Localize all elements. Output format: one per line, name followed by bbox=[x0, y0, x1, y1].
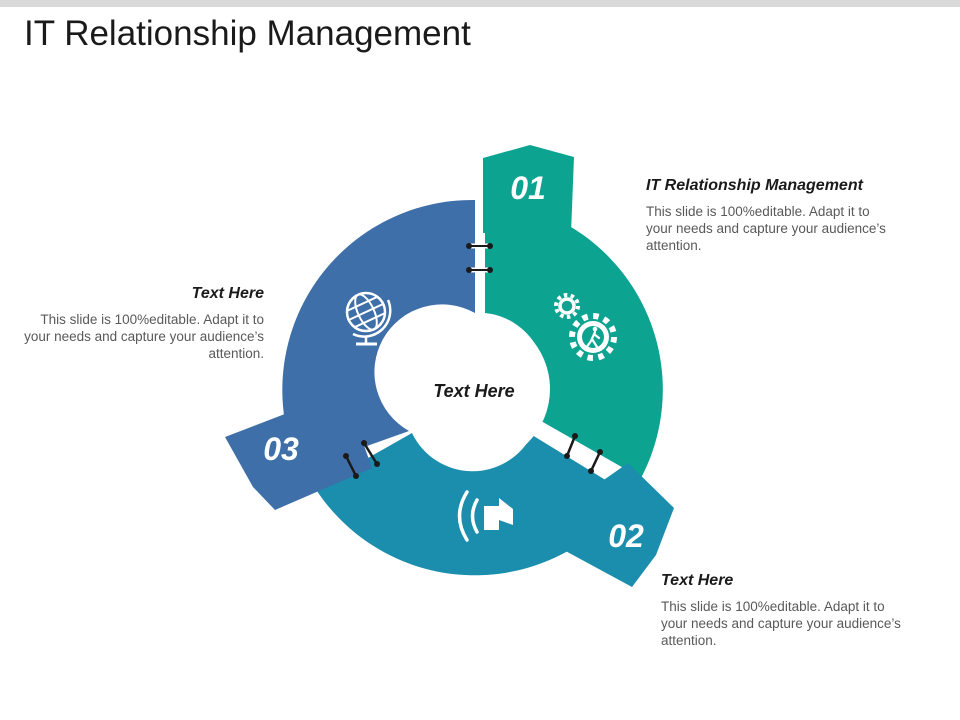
slide-title: IT Relationship Management bbox=[24, 14, 471, 53]
speaker-sound-icon bbox=[457, 490, 513, 542]
gears-worker-icon bbox=[554, 293, 617, 361]
callout-01: IT Relationship Management This slide is… bbox=[646, 177, 886, 254]
segment-03[interactable]: 03 bbox=[225, 199, 475, 510]
callout-02-heading: Text Here bbox=[661, 572, 734, 589]
segment-01[interactable]: 01 bbox=[483, 145, 663, 478]
segment-02-ring bbox=[315, 433, 630, 576]
connector-01-02 bbox=[564, 433, 603, 474]
segment-01-tab bbox=[483, 145, 574, 233]
connector-02-03 bbox=[343, 440, 380, 479]
segment-03-tab bbox=[225, 392, 372, 510]
callout-01-heading: IT Relationship Management bbox=[646, 177, 863, 194]
connector-01-03 bbox=[466, 243, 493, 273]
segment-01-number: 01 bbox=[510, 170, 546, 206]
top-strip bbox=[0, 0, 960, 7]
center-hub: Text Here bbox=[398, 313, 550, 465]
callout-02-body: This slide is 100%editable. Adapt it to … bbox=[661, 599, 901, 648]
callout-02: Text Here This slide is 100%editable. Ad… bbox=[661, 572, 901, 649]
globe-icon bbox=[345, 291, 392, 346]
callout-03-heading: Text Here bbox=[191, 285, 264, 302]
callout-03-body: This slide is 100%editable. Adapt it to … bbox=[24, 312, 264, 361]
segment-02-number: 02 bbox=[608, 518, 644, 554]
callout-03: Text Here This slide is 100%editable. Ad… bbox=[24, 285, 264, 362]
center-label: Text Here bbox=[433, 381, 514, 401]
segment-02[interactable]: 02 bbox=[315, 433, 674, 587]
segment-03-number: 03 bbox=[263, 431, 299, 467]
segment-01-ring bbox=[485, 200, 663, 478]
callout-01-body: This slide is 100%editable. Adapt it to … bbox=[646, 204, 886, 253]
segment-02-tab bbox=[548, 463, 674, 587]
